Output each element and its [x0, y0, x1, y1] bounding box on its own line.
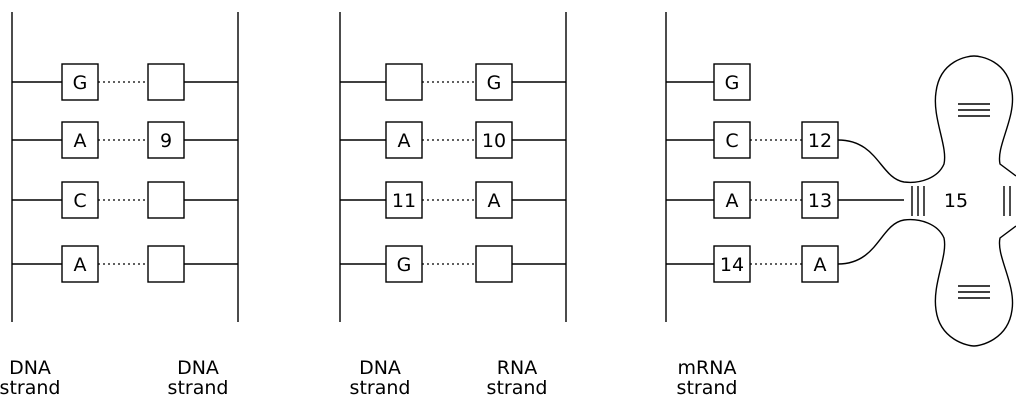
base-label: 9	[160, 130, 172, 152]
strand-label-line: DNA	[177, 357, 219, 379]
panel-dna-dna: G A 9 C A	[11, 12, 239, 322]
base-label: G	[397, 254, 412, 276]
base-label: G	[725, 72, 740, 94]
base-box	[713, 245, 751, 283]
base-box	[147, 245, 185, 283]
strand-label-line: mRNA	[677, 357, 737, 379]
base-box	[147, 121, 185, 159]
base-label: A	[488, 190, 501, 212]
strand-label-line: RNA	[496, 357, 538, 379]
base-box	[713, 181, 751, 219]
base-label: C	[725, 130, 738, 152]
base-box	[385, 181, 423, 219]
base-box	[475, 63, 513, 101]
strand-label: DNA strand	[0, 358, 85, 398]
strand-label: mRNA strand	[652, 358, 762, 398]
base-label: C	[73, 190, 86, 212]
base-box	[147, 63, 185, 101]
panel-dna-rna: G A 10 11 A G	[339, 12, 567, 322]
base-label: G	[487, 72, 502, 94]
base-box	[475, 245, 513, 283]
anticodon-box	[801, 121, 839, 159]
base-box	[713, 63, 751, 101]
strand-label-line: strand	[676, 377, 738, 399]
anticodon-label: A	[814, 254, 827, 276]
base-box	[385, 63, 423, 101]
strand-label-line: strand	[349, 377, 411, 399]
anticodon-box	[801, 181, 839, 219]
anticodon-box	[801, 245, 839, 283]
base-label: A	[398, 130, 411, 152]
base-box	[61, 245, 99, 283]
strand-label-line: DNA	[9, 357, 51, 379]
base-box	[713, 121, 751, 159]
strand-label-line: DNA	[359, 357, 401, 379]
base-box	[475, 121, 513, 159]
base-label: G	[73, 72, 88, 94]
base-label: A	[74, 130, 87, 152]
base-box	[385, 121, 423, 159]
base-label: A	[726, 190, 739, 212]
base-label: 11	[392, 190, 416, 212]
trna-outline	[837, 55, 1016, 347]
panel-mrna-trna: G C A 14	[665, 12, 1016, 347]
base-box	[385, 245, 423, 283]
strand-label: RNA strand	[462, 358, 572, 398]
strand-label-line: strand	[167, 377, 229, 399]
base-box	[61, 63, 99, 101]
trna-label: 15	[944, 190, 968, 212]
base-box	[147, 181, 185, 219]
anticodon-label: 12	[808, 130, 832, 152]
base-label: A	[74, 254, 87, 276]
base-label: 14	[720, 254, 744, 276]
anticodon-label: 13	[808, 190, 832, 212]
strand-label-line: strand	[0, 377, 61, 399]
strand-label: DNA strand	[143, 358, 253, 398]
trna-molecule: 15	[837, 55, 1016, 347]
strand-label: DNA strand	[325, 358, 435, 398]
strand-label-line: strand	[486, 377, 548, 399]
base-label: 10	[482, 130, 506, 152]
